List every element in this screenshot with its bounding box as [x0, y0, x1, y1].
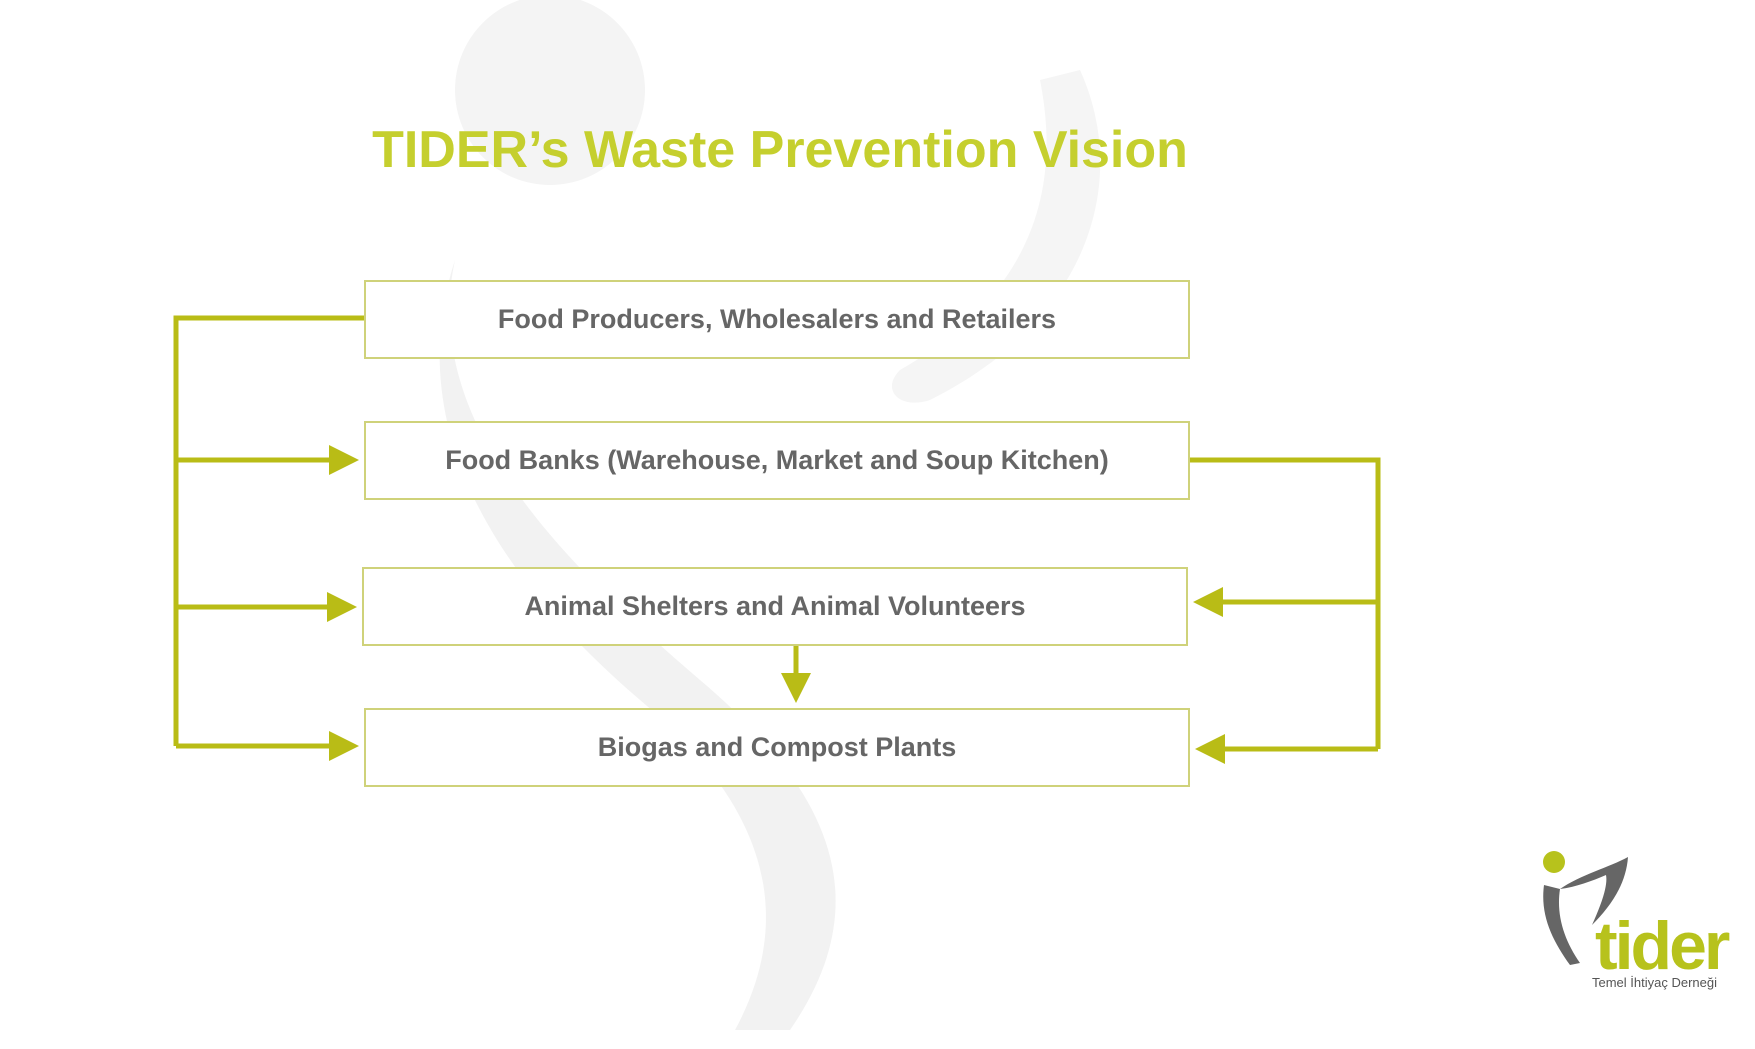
right-trunk-line — [1190, 457, 1381, 749]
box-food-producers: Food Producers, Wholesalers and Retailer… — [364, 280, 1190, 359]
left-trunk-line — [173, 315, 364, 746]
tider-logo: tider Temel İhtiyaç Derneği — [1530, 845, 1750, 995]
box-label: Food Producers, Wholesalers and Retailer… — [497, 304, 1057, 334]
logo-mark-icon — [1543, 851, 1628, 965]
box-biogas-compost: Biogas and Compost Plants — [364, 708, 1190, 787]
box-label: Food Banks (Warehouse, Market and Soup K… — [445, 445, 1109, 475]
box-label: Animal Shelters and Animal Volunteers — [524, 591, 1026, 621]
box-food-banks: Food Banks (Warehouse, Market and Soup K… — [364, 421, 1190, 500]
diagram-title: TIDER’s Waste Prevention Vision — [372, 121, 1188, 179]
logo-wordmark: tider — [1595, 908, 1730, 984]
logo-tagline: Temel İhtiyaç Derneği — [1592, 975, 1717, 990]
box-label: Biogas and Compost Plants — [597, 732, 957, 762]
box-animal-shelters: Animal Shelters and Animal Volunteers — [362, 567, 1188, 646]
